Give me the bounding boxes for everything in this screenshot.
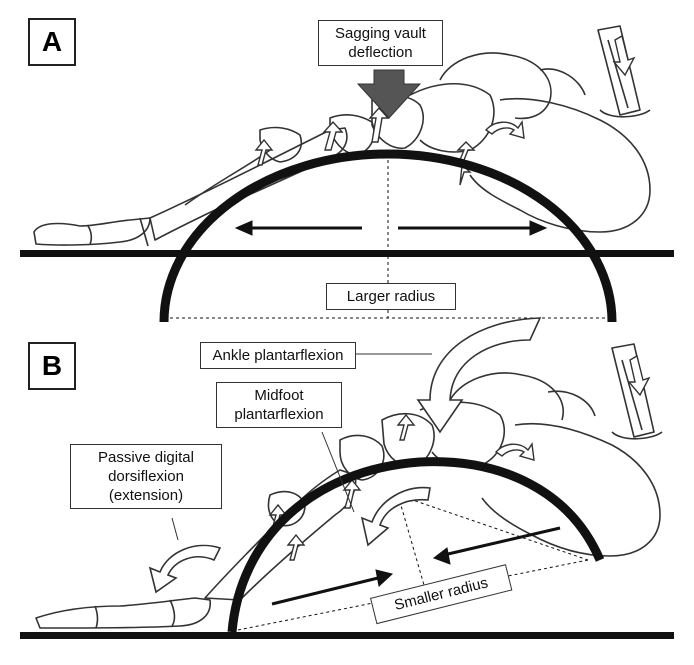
arch-larger-radius (159, 149, 617, 323)
midfoot-line1: Midfoot (254, 387, 304, 404)
arch-smaller-radius (227, 457, 605, 633)
sagging-vault-line1: Sagging vault (335, 25, 426, 42)
panel-label-a: A (28, 18, 76, 66)
panel-b (20, 317, 674, 639)
leader-midfoot (321, 431, 355, 513)
panel-letter-b: B (41, 350, 63, 381)
digital-dorsiflexion-arrow (148, 544, 222, 594)
converge-arrows-b (271, 526, 561, 606)
larger-radius-label: Larger radius (326, 283, 456, 310)
midfoot-plantarflexion-label: Midfoot plantarflexion (216, 382, 342, 428)
midfoot-line2: plantarflexion (234, 406, 324, 423)
ankle-plantarflexion-arrow (416, 317, 542, 434)
sagging-arrow (356, 69, 422, 119)
panel-letter-a: A (41, 26, 63, 57)
radius-vertical-b (397, 494, 427, 593)
foot-skeleton-a (33, 25, 651, 247)
digital-line1: Passive digital (98, 449, 194, 466)
ankle-plantarflexion-text: Ankle plantarflexion (212, 347, 344, 364)
sagging-vault-label: Sagging vault deflection (318, 20, 443, 66)
digital-dorsiflexion-label: Passive digital dorsiflexion (extension) (70, 444, 222, 509)
panel-a (20, 25, 674, 323)
digital-line3: (extension) (108, 487, 184, 504)
digital-line2: dorsiflexion (108, 468, 184, 485)
sagging-vault-line2: deflection (348, 44, 413, 61)
bone-rotation-arrows-a (254, 34, 636, 186)
ground-line-b (20, 632, 674, 639)
larger-radius-text: Larger radius (346, 288, 436, 305)
midfoot-plantarflexion-arrow (360, 486, 431, 547)
ground-line-a (20, 250, 674, 257)
ankle-plantarflexion-label: Ankle plantarflexion (200, 342, 356, 369)
spread-arrows-a (234, 220, 548, 236)
leader-digital (171, 517, 179, 541)
bone-rotation-arrows-b (268, 354, 651, 561)
panel-label-b: B (28, 342, 76, 390)
